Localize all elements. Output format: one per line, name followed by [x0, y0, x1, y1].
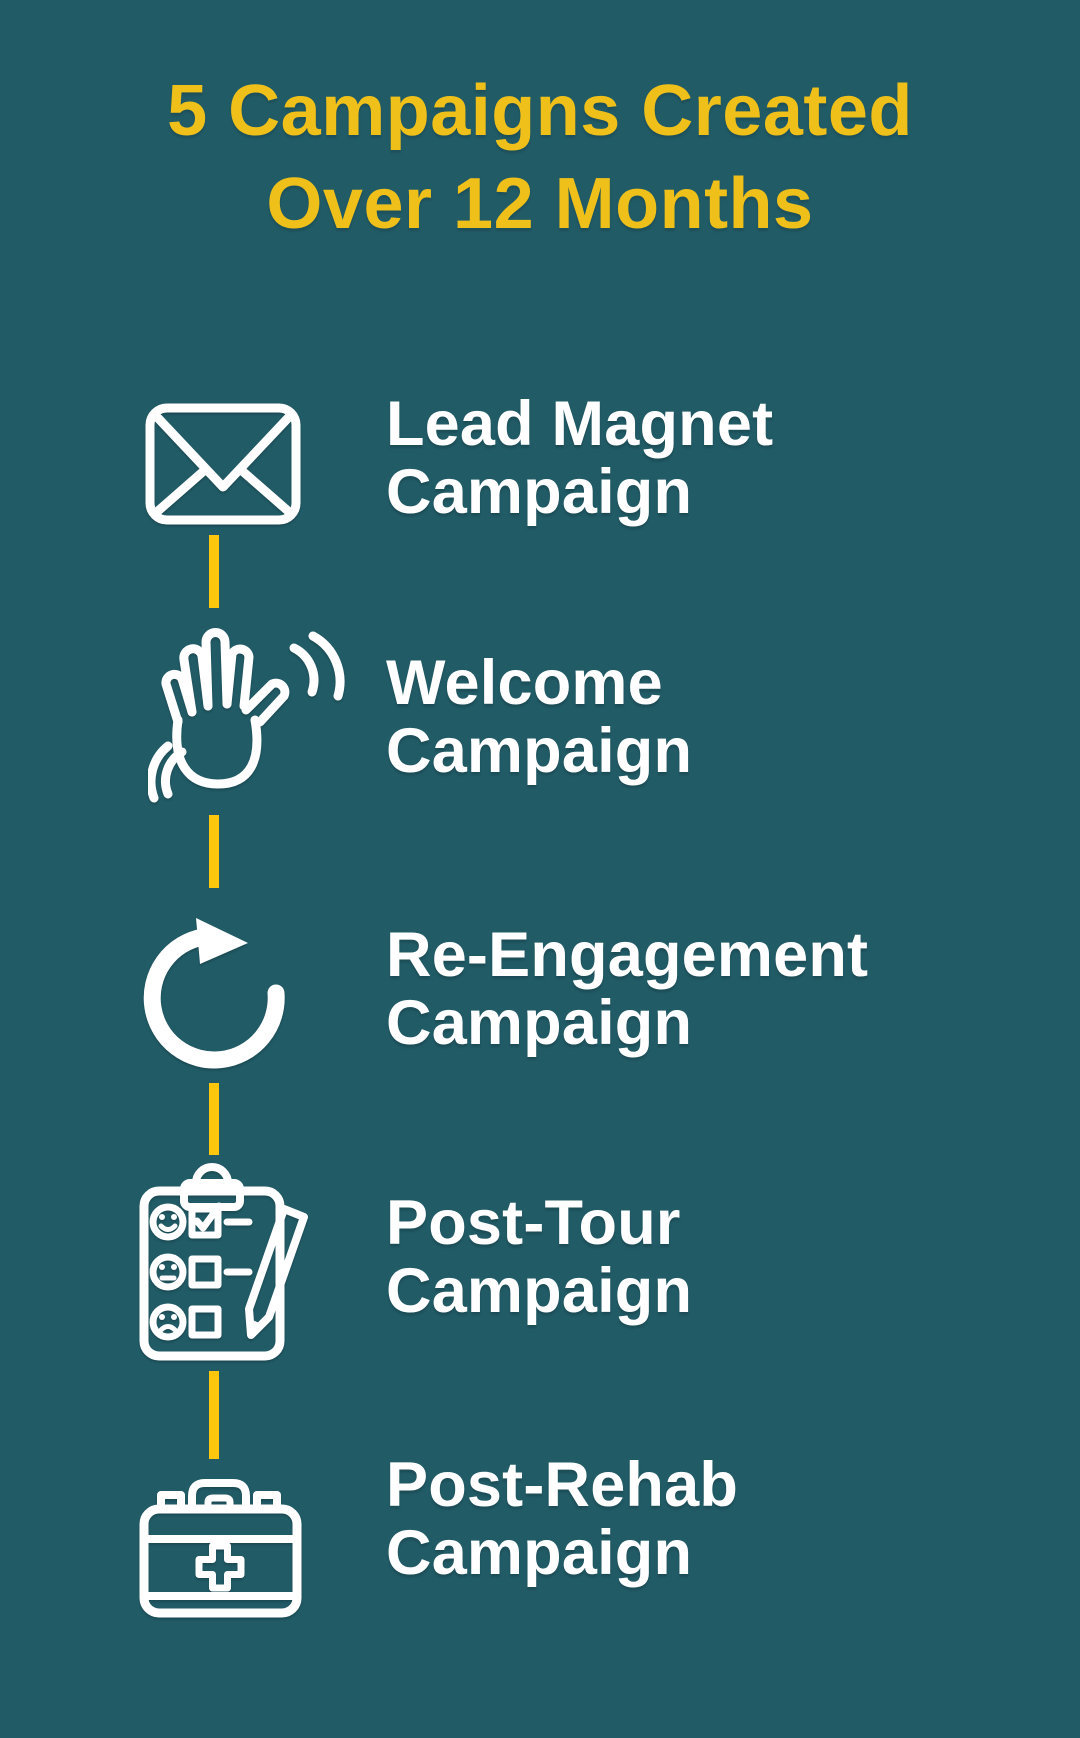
- page-title-line1: 5 Campaigns Created: [167, 71, 913, 151]
- refresh-arrow-icon: [136, 916, 296, 1076]
- item-label-line2: Campaign: [386, 1256, 693, 1326]
- first-aid-kit-icon: [139, 1473, 304, 1618]
- item-label-post-rehab: Post-Rehab Campaign: [386, 1451, 738, 1587]
- timeline-connector-4: [209, 1371, 219, 1459]
- item-label-line2: Campaign: [386, 1518, 693, 1588]
- page-title: 5 Campaigns Created Over 12 Months: [0, 65, 1080, 251]
- timeline-connector-3: [209, 1083, 219, 1155]
- item-label-line1: Lead Magnet: [386, 389, 774, 459]
- timeline-connector-1: [209, 535, 219, 608]
- item-label-re-engagement: Re-Engagement Campaign: [386, 921, 868, 1057]
- item-label-line1: Welcome: [386, 648, 663, 718]
- item-label-lead-magnet: Lead Magnet Campaign: [386, 390, 773, 526]
- item-label-welcome: Welcome Campaign: [386, 649, 692, 785]
- item-label-line2: Campaign: [386, 988, 693, 1058]
- envelope-icon: [145, 403, 301, 525]
- item-label-line1: Post-Tour: [386, 1188, 681, 1258]
- item-label-line2: Campaign: [386, 716, 693, 786]
- item-label-line1: Post-Rehab: [386, 1450, 739, 1520]
- timeline-connector-2: [209, 815, 219, 888]
- survey-clipboard-icon: [139, 1163, 319, 1361]
- page-title-line2: Over 12 Months: [266, 164, 814, 244]
- item-label-line2: Campaign: [386, 457, 693, 527]
- item-label-post-tour: Post-Tour Campaign: [386, 1189, 692, 1325]
- waving-hand-icon: [148, 622, 348, 817]
- item-label-line1: Re-Engagement: [386, 920, 869, 990]
